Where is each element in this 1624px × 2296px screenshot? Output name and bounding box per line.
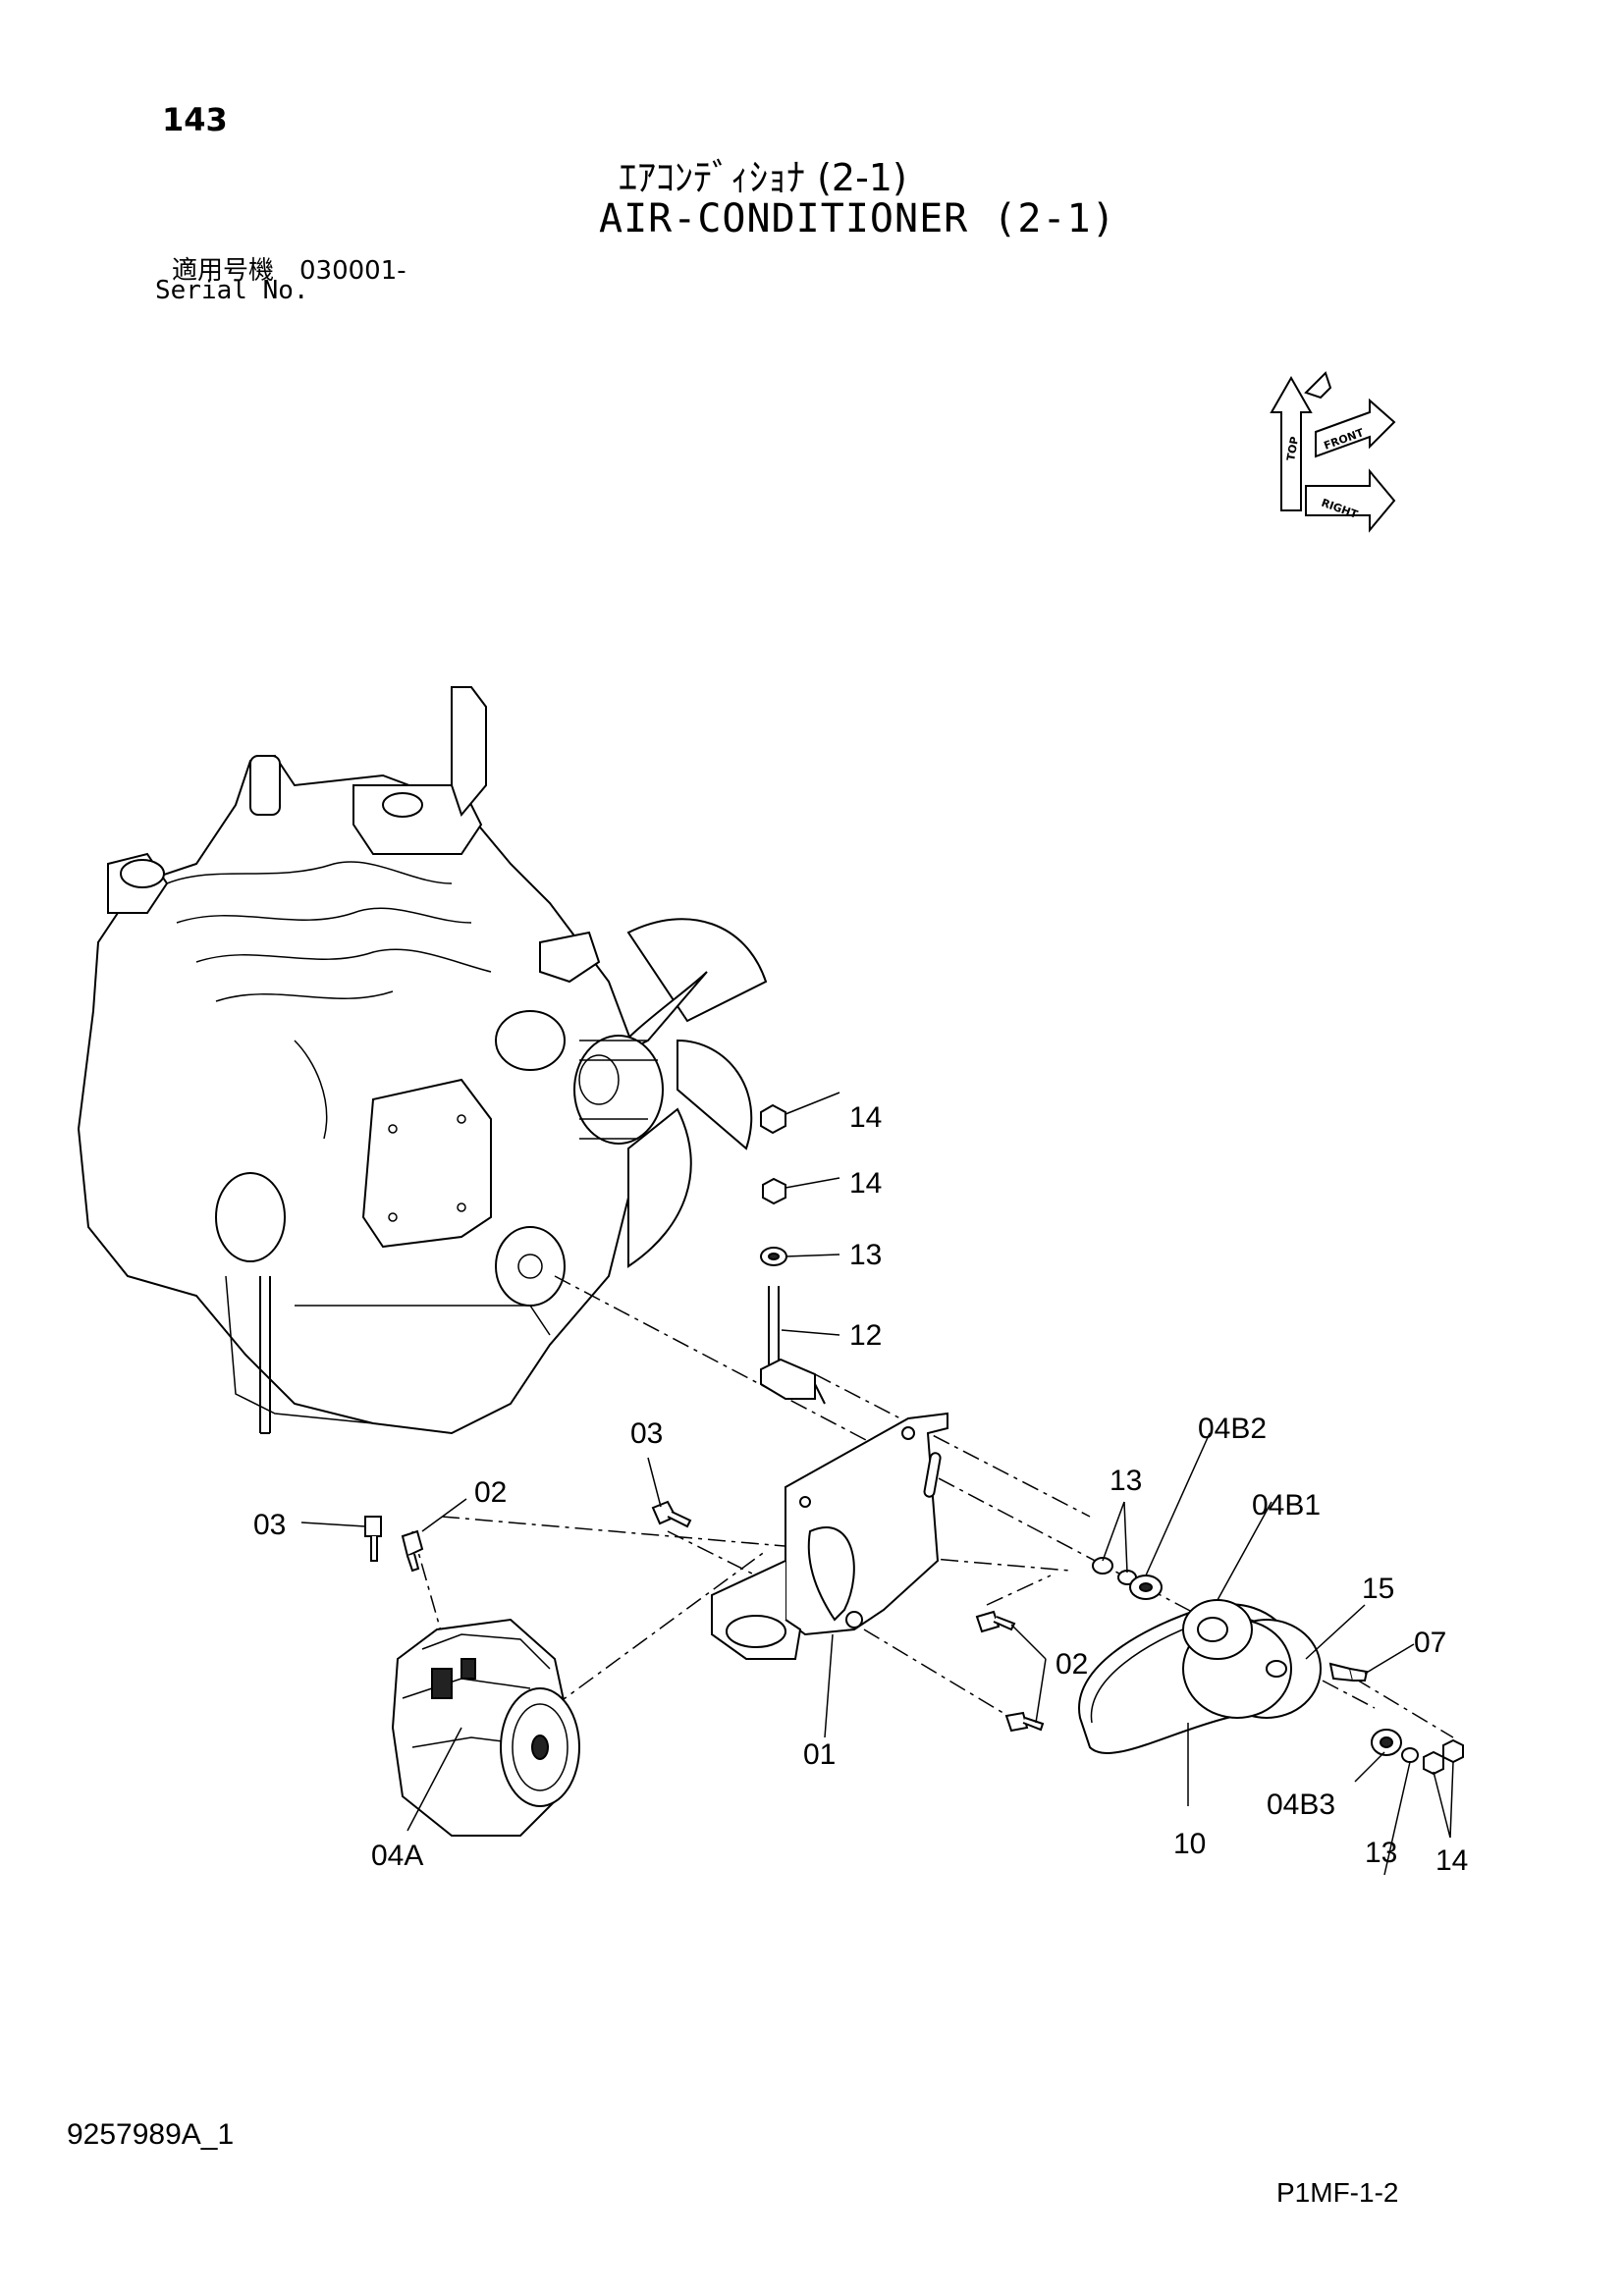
bolt-parts [364,1500,1045,1733]
serial-label-japanese: 適用号機 030001- [172,256,406,286]
callout-02: 02 [1056,1648,1088,1681]
leader-lines [300,1092,1454,1876]
stud-bolt-assembly [760,1103,826,1405]
orientation-indicator: TOP FRONT RIGHT [1270,371,1396,533]
engine-illustration [77,686,768,1435]
page-title: AIR-CONDITIONER (2-1) [599,196,1116,241]
callout-13: 13 [1110,1465,1142,1497]
callout-02: 02 [474,1476,507,1509]
callout-14: 14 [849,1167,882,1200]
serial-label: Serial No. [155,276,309,305]
callout-13: 13 [1365,1837,1397,1869]
callout-10: 10 [1173,1828,1206,1860]
callout-03: 03 [253,1509,286,1541]
callout-04B2: 04B2 [1198,1413,1267,1445]
callout-04B3: 04B3 [1267,1789,1335,1821]
callout-labels: 14 14 13 12 03 03 02 02 01 04A 13 04B2 0… [253,1101,1468,1877]
callout-12: 12 [849,1319,882,1352]
page-title-japanese: ｴｱｺﾝﾃﾞｨｼｮﾅ (2-1) [619,156,907,199]
callout-14: 14 [849,1101,882,1134]
page-number: 143 [162,101,228,138]
orientation-top-label: TOP [1284,436,1301,462]
tension-pulley-parts [1078,1557,1464,1776]
callout-01: 01 [803,1738,836,1771]
callout-07: 07 [1414,1627,1446,1659]
compressor-part-04A [391,1618,580,1837]
document-number: 9257989A_1 [67,2118,235,2151]
callout-14: 14 [1435,1844,1468,1877]
callout-13: 13 [849,1239,882,1271]
callout-04B1: 04B1 [1252,1489,1321,1522]
callout-15: 15 [1362,1573,1394,1605]
callout-04A: 04A [371,1840,423,1872]
bracket-part-01 [711,1412,948,1660]
callout-03: 03 [630,1417,663,1450]
page-code: P1MF-1-2 [1276,2177,1399,2208]
